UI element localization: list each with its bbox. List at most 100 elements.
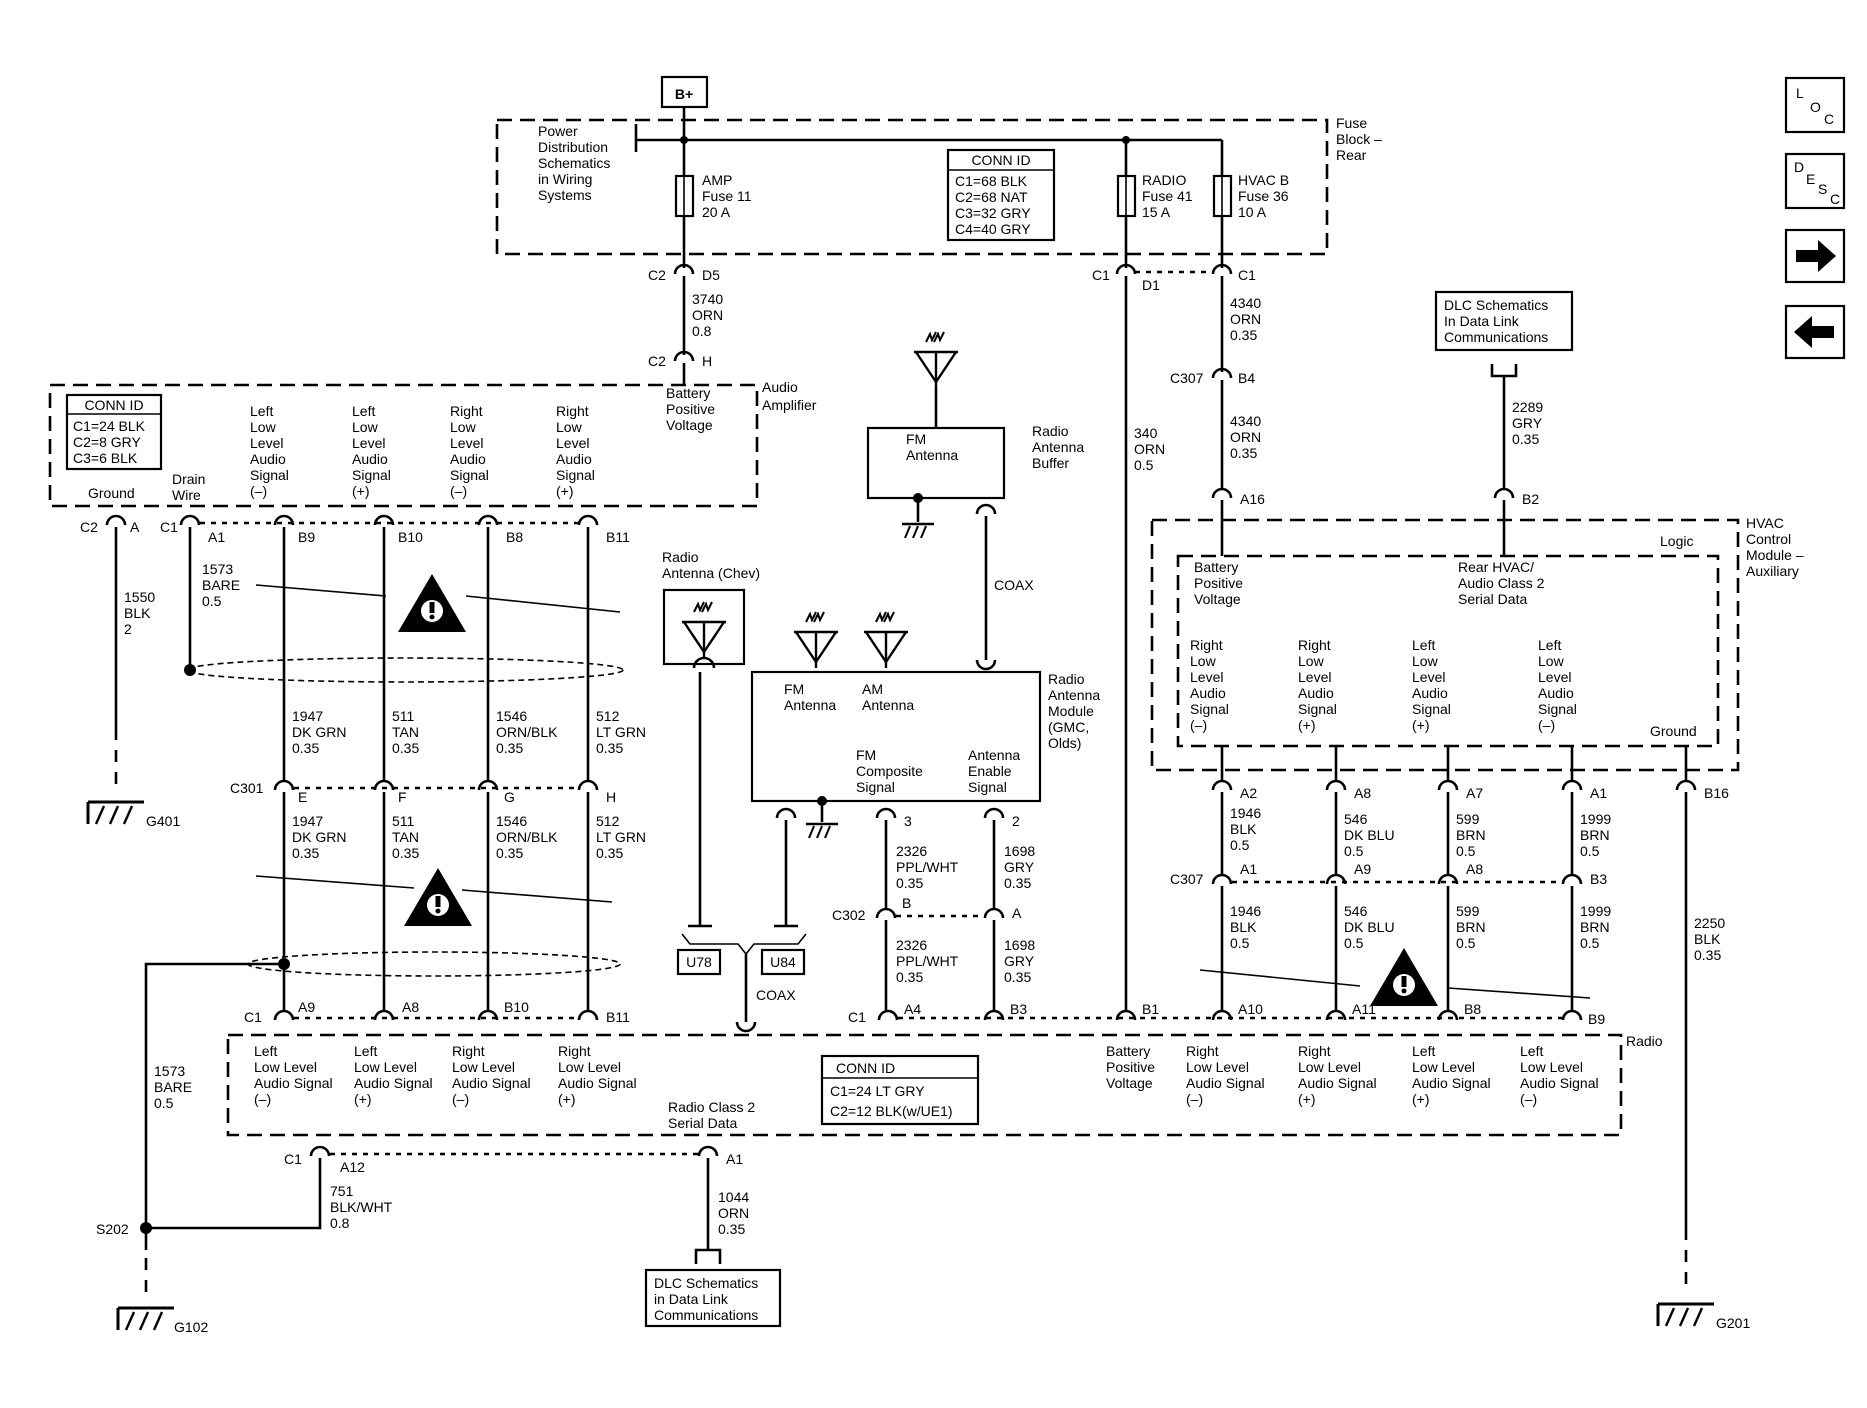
svg-text:A4: A4	[904, 1001, 921, 1017]
svg-text:Signal: Signal	[1412, 701, 1451, 717]
dlc-schematics-bottom[interactable]: DLC Schematics in Data Link Communicatio…	[644, 1268, 782, 1328]
svg-text:0.35: 0.35	[292, 740, 319, 756]
svg-text:TAN: TAN	[392, 829, 419, 845]
svg-text:Low Level: Low Level	[1412, 1059, 1475, 1075]
svg-text:PPL/WHT: PPL/WHT	[896, 859, 959, 875]
svg-text:Left: Left	[250, 403, 273, 419]
svg-text:Level: Level	[450, 435, 483, 451]
svg-text:Audio: Audio	[556, 451, 592, 467]
svg-text:0.5: 0.5	[1134, 457, 1154, 473]
svg-text:0.35: 0.35	[292, 845, 319, 861]
svg-text:Low: Low	[352, 419, 379, 435]
svg-text:LT GRN: LT GRN	[596, 724, 646, 740]
ground-g102: G102	[174, 1319, 208, 1335]
svg-text:C4=40 GRY: C4=40 GRY	[955, 221, 1031, 237]
svg-text:Battery: Battery	[666, 385, 710, 401]
svg-text:Buffer: Buffer	[1032, 455, 1069, 471]
coax-label-2: COAX	[756, 987, 796, 1003]
svg-text:PPL/WHT: PPL/WHT	[896, 953, 959, 969]
svg-text:B: B	[902, 895, 911, 911]
svg-text:G: G	[504, 789, 515, 805]
wire-546-upper: 546 DK BLU 0.5	[1344, 811, 1395, 859]
svg-text:Systems: Systems	[538, 187, 592, 203]
svg-text:B11: B11	[606, 1009, 630, 1025]
svg-text:A11: A11	[1352, 1001, 1376, 1017]
svg-text:Composite: Composite	[856, 763, 923, 779]
svg-text:Positive: Positive	[1106, 1059, 1155, 1075]
svg-text:Audio: Audio	[352, 451, 388, 467]
svg-text:Audio Signal: Audio Signal	[254, 1075, 333, 1091]
desc-button[interactable]: D E S C	[1784, 152, 1846, 210]
radio-signal-lr-neg: Left Low Level Audio Signal (–)	[1520, 1043, 1599, 1107]
radio-box	[226, 1033, 1623, 1137]
radio-signal-rr-pos: Right Low Level Audio Signal (+)	[1298, 1043, 1377, 1107]
warning-icon	[404, 868, 472, 926]
next-button[interactable]	[1784, 228, 1846, 284]
dlc-schematics-top[interactable]: DLC Schematics In Data Link Communicatio…	[1434, 290, 1574, 352]
previous-button[interactable]	[1784, 304, 1846, 360]
svg-text:C: C	[1830, 191, 1840, 207]
svg-text:C1=24 BLK: C1=24 BLK	[73, 418, 146, 434]
svg-text:Audio: Audio	[450, 451, 486, 467]
svg-text:Communications: Communications	[1444, 329, 1548, 345]
svg-text:Left: Left	[1538, 637, 1561, 653]
svg-text:in Wiring: in Wiring	[538, 171, 592, 187]
wire-4340-upper: 4340 ORN 0.35	[1230, 295, 1261, 343]
svg-text:A1: A1	[208, 529, 225, 545]
svg-text:Control: Control	[1746, 531, 1791, 547]
svg-text:Signal: Signal	[856, 779, 895, 795]
wire-1546-lower: 1546 ORN/BLK 0.35	[496, 813, 558, 861]
svg-text:A1: A1	[726, 1151, 743, 1167]
wire-2326-upper: 2326 PPL/WHT 0.35	[896, 843, 959, 891]
svg-text:B8: B8	[1464, 1001, 1481, 1017]
radio-signal-left-pos: Left Low Level Audio Signal (+)	[354, 1043, 433, 1107]
svg-text:1947: 1947	[292, 813, 323, 829]
svg-text:2: 2	[1012, 813, 1020, 829]
svg-text:C2=8 GRY: C2=8 GRY	[73, 434, 141, 450]
svg-text:C1: C1	[1092, 267, 1110, 283]
svg-text:A8: A8	[1466, 861, 1483, 877]
wire-1546-upper: 1546 ORN/BLK 0.35	[496, 708, 558, 756]
svg-text:Audio Signal: Audio Signal	[354, 1075, 433, 1091]
svg-text:C1: C1	[284, 1151, 302, 1167]
svg-text:AMP: AMP	[702, 172, 732, 188]
svg-text:546: 546	[1344, 811, 1368, 827]
svg-text:0.5: 0.5	[1344, 843, 1364, 859]
svg-text:511: 511	[392, 813, 415, 829]
svg-text:LT GRN: LT GRN	[596, 829, 646, 845]
fuse-conn-id: CONN ID C1=68 BLK C2=68 NAT C3=32 GRY C4…	[946, 148, 1056, 242]
amp-name: Audio Amplifier	[762, 379, 817, 413]
svg-text:BLK: BLK	[1230, 821, 1257, 837]
loc-button[interactable]: L O C	[1784, 76, 1846, 134]
svg-text:C: C	[1824, 111, 1834, 127]
svg-text:S: S	[1818, 181, 1827, 197]
svg-text:Audio Signal: Audio Signal	[1298, 1075, 1377, 1091]
svg-text:1999: 1999	[1580, 811, 1611, 827]
svg-text:Audio: Audio	[250, 451, 286, 467]
radio-signal-right-pos: Right Low Level Audio Signal (+)	[558, 1043, 637, 1107]
svg-text:Schematics: Schematics	[538, 155, 610, 171]
svg-text:0.35: 0.35	[1004, 969, 1031, 985]
svg-text:Positive: Positive	[666, 401, 715, 417]
svg-text:Communications: Communications	[654, 1307, 758, 1323]
amp-ground-label: Ground	[88, 485, 135, 501]
svg-text:Module: Module	[1048, 703, 1094, 719]
svg-text:Battery: Battery	[1106, 1043, 1150, 1059]
u84-ref[interactable]: U84	[760, 948, 806, 976]
svg-text:Drain: Drain	[172, 471, 205, 487]
splice-s202: S202	[96, 1221, 129, 1237]
svg-text:(–): (–)	[1520, 1091, 1537, 1107]
svg-text:Right: Right	[452, 1043, 485, 1059]
u78-ref[interactable]: U78	[676, 948, 722, 976]
svg-text:C3=32 GRY: C3=32 GRY	[955, 205, 1031, 221]
svg-text:0.5: 0.5	[154, 1095, 174, 1111]
wire-2289: 2289 GRY 0.35	[1512, 399, 1543, 447]
svg-text:A16: A16	[1240, 491, 1265, 507]
svg-text:(–): (–)	[254, 1091, 271, 1107]
svg-text:Left: Left	[1412, 637, 1435, 653]
radio-antenna-chev: Radio Antenna (Chev)	[662, 549, 760, 666]
wire-512-upper: 512 LT GRN 0.35	[596, 708, 646, 756]
svg-text:Left: Left	[352, 403, 375, 419]
